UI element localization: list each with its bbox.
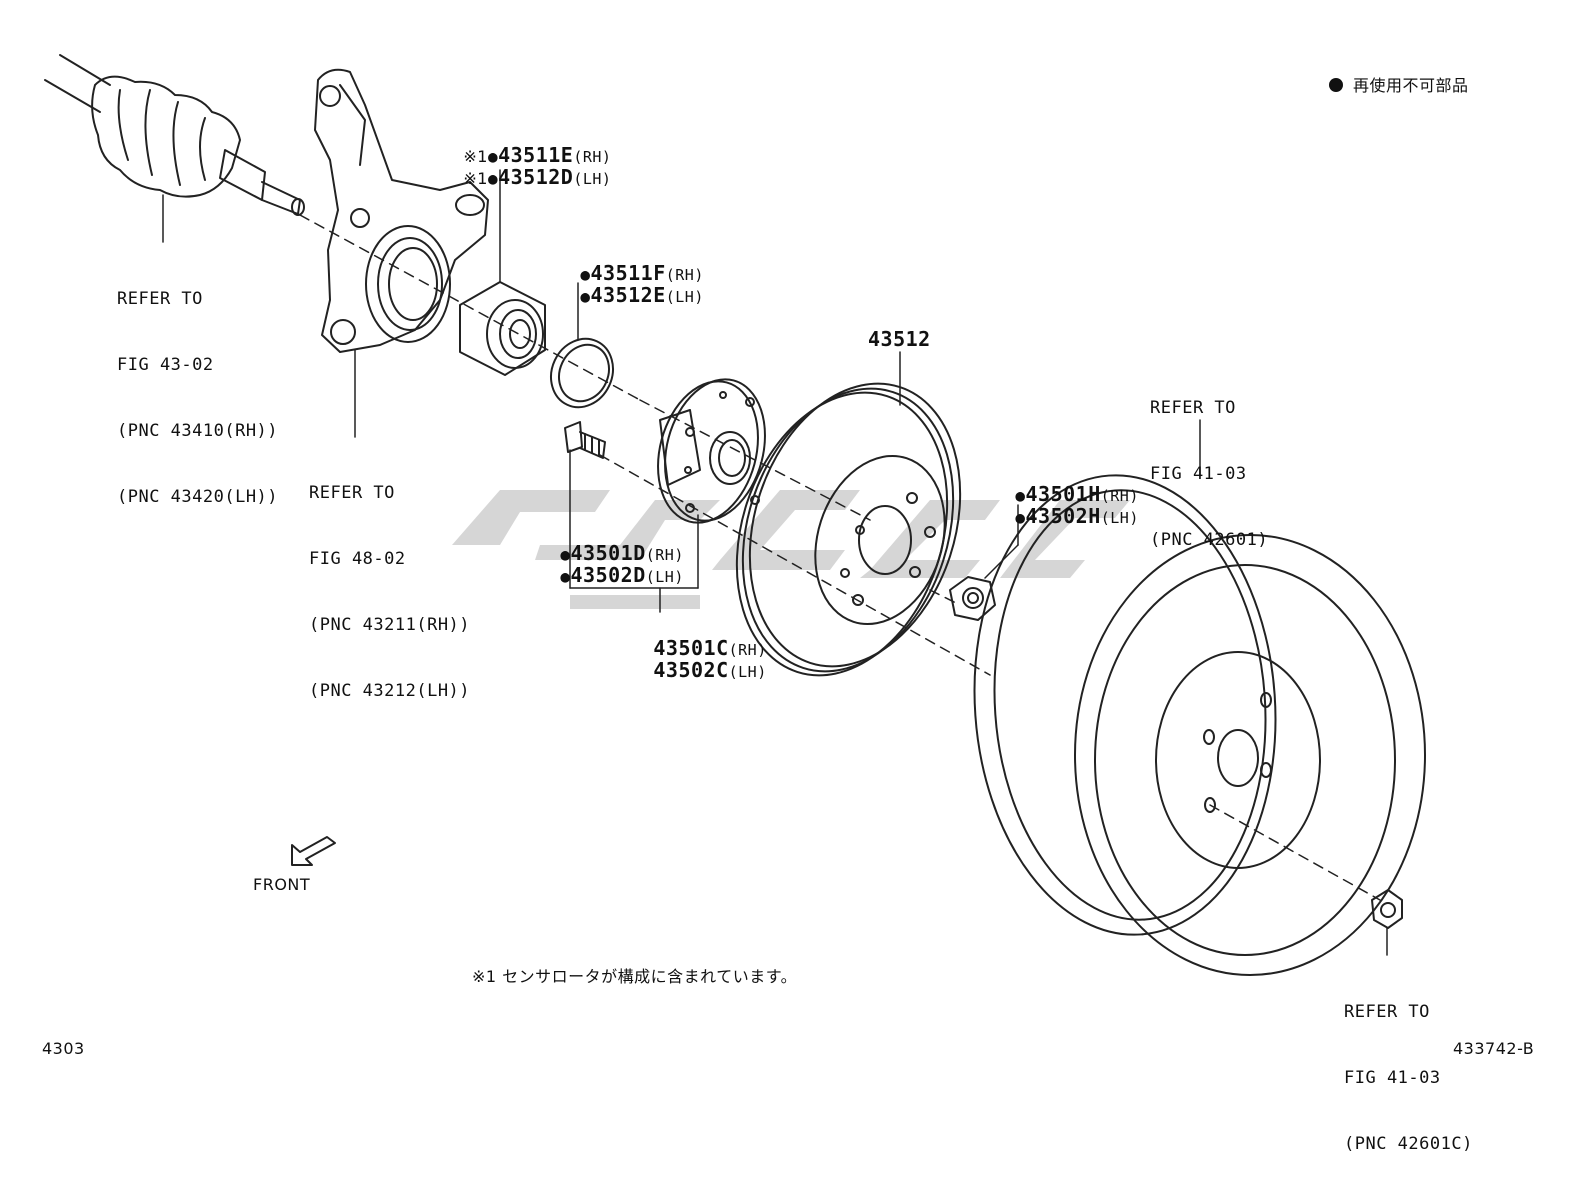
label-disc: 43512 bbox=[868, 327, 931, 351]
note-mark: ※1 bbox=[463, 147, 488, 166]
axle-hub bbox=[657, 378, 766, 524]
label-snap-ring-lh: ●43512E(LH) bbox=[580, 283, 704, 307]
ref-wheel: REFER TO FIG 41-03 (PNC 42601) bbox=[1150, 398, 1269, 550]
bullet-icon: ● bbox=[487, 169, 499, 188]
ref-knuckle: REFER TO FIG 48-02 (PNC 43211(RH)) (PNC … bbox=[309, 483, 471, 701]
bullet-icon: ● bbox=[560, 545, 571, 564]
label-hub-bolt-rh: ●43501D(RH) bbox=[560, 541, 684, 565]
hub-bolt bbox=[564, 421, 606, 459]
leader-lines bbox=[162, 169, 1388, 956]
label-hub-bearing-lh: ※1●43512D(LH) bbox=[463, 165, 612, 189]
label-hub-lh: 43502C(LH) bbox=[653, 658, 767, 682]
label-nut-lh: ●43502H(LH) bbox=[1015, 504, 1139, 528]
ref-wheel-nut: REFER TO FIG 41-03 (PNC 42601C) bbox=[1344, 1002, 1473, 1154]
label-nut-rh: ●43501H(RH) bbox=[1015, 482, 1139, 506]
drive-shaft bbox=[44, 54, 305, 216]
steering-knuckle bbox=[314, 68, 489, 353]
front-arrow-icon bbox=[291, 836, 336, 866]
bullet-icon: ● bbox=[580, 287, 591, 306]
note-mark: ※1 bbox=[463, 169, 488, 188]
bullet-icon: ● bbox=[1015, 508, 1026, 527]
front-label: FRONT bbox=[253, 875, 311, 894]
page-number: 4303 bbox=[42, 1039, 85, 1058]
footnote: ※1 センサロータが構成に含まれています。 bbox=[472, 967, 798, 986]
ref-driveshaft: REFER TO FIG 43-02 (PNC 43410(RH)) (PNC … bbox=[117, 289, 279, 507]
label-snap-ring-rh: ●43511F(RH) bbox=[580, 261, 704, 285]
snap-ring bbox=[550, 337, 614, 409]
exploded-view-drawing bbox=[44, 54, 1426, 976]
bullet-icon: ● bbox=[580, 265, 591, 284]
hub-nut bbox=[949, 576, 996, 621]
wheel-nut bbox=[1371, 889, 1403, 929]
label-hub-bolt-lh: ●43502D(LH) bbox=[560, 563, 684, 587]
label-hub-bearing-rh: ※1●43511E(RH) bbox=[463, 143, 612, 167]
wheel bbox=[973, 474, 1426, 976]
bullet-icon: ● bbox=[560, 567, 571, 586]
figure-code: 433742-B bbox=[1453, 1039, 1535, 1058]
legend-bullet-icon bbox=[1329, 78, 1343, 92]
label-hub-rh: 43501C(RH) bbox=[653, 636, 767, 660]
bullet-icon: ● bbox=[1015, 486, 1026, 505]
parts-diagram: 再使用不可部品 ※1●43511E(RH) ※1●43512D(LH) ●435… bbox=[42, 54, 1535, 1154]
hub-bearing bbox=[459, 281, 546, 376]
legend-text: 再使用不可部品 bbox=[1353, 76, 1469, 95]
bullet-icon: ● bbox=[487, 147, 499, 166]
